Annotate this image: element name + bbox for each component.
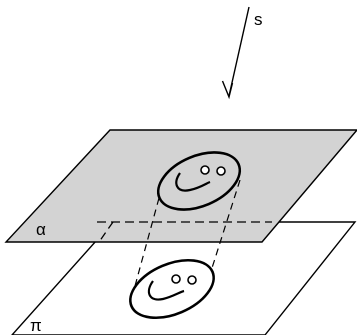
upper-face [156,151,242,211]
lower-plane-hidden-edge-left [98,221,114,243]
direction-label: s [254,10,263,29]
lower-plane-label: π [30,316,42,335]
direction-arrow [221,6,250,100]
projection-line-left [134,197,160,287]
upper-plane-label: α [36,220,46,239]
upper-plane [4,129,357,243]
projection-line-right [211,179,241,269]
lower-face [129,258,215,320]
